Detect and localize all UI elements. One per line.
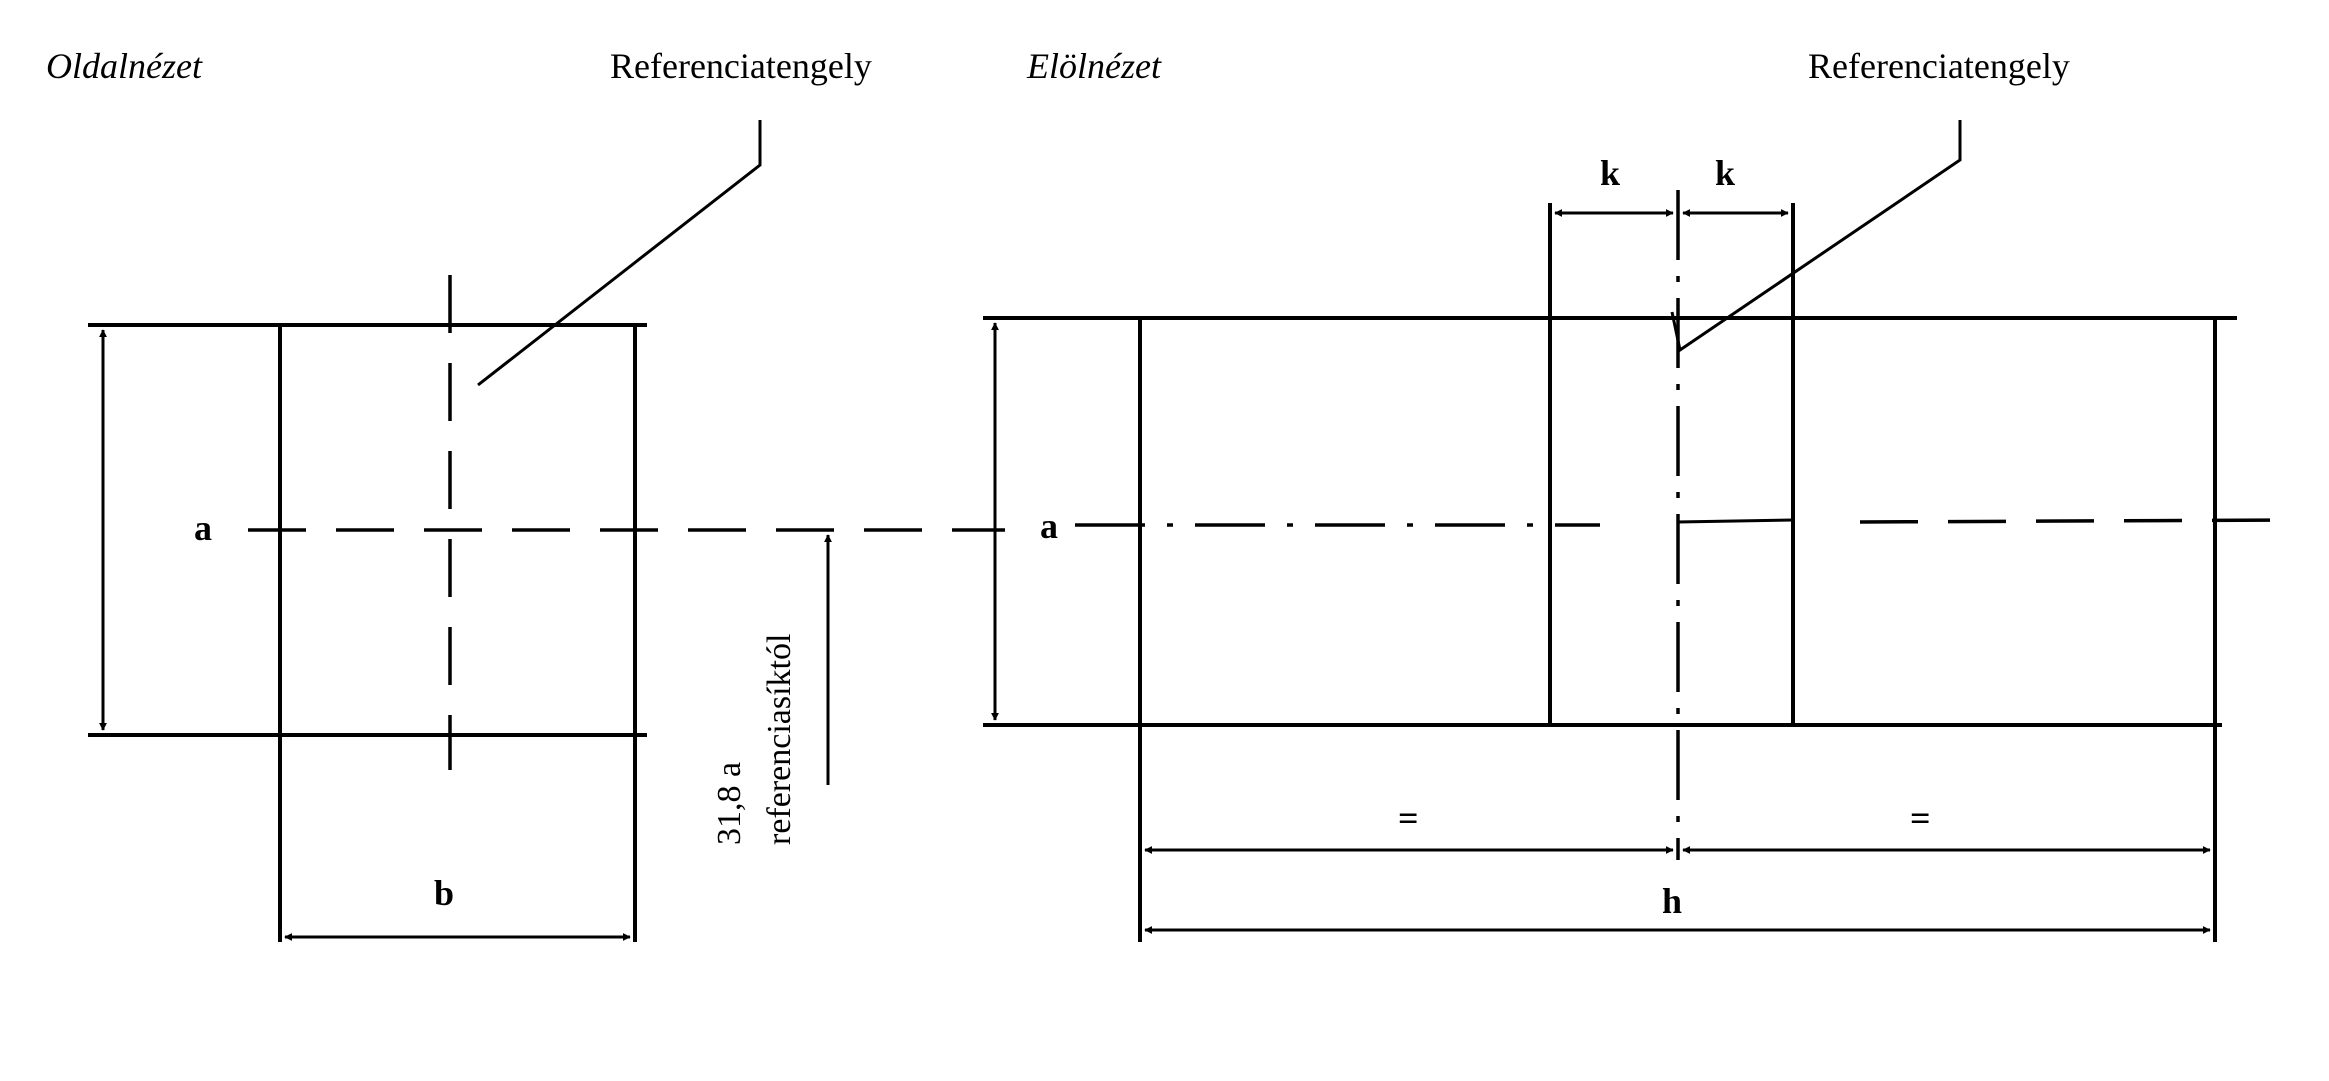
front-dim-eq-left-label: = [1398, 798, 1419, 838]
side-view: Oldalnézet Referenciatengely a b [46, 46, 872, 942]
reference-height: 31,8 a referenciasíktól [711, 534, 832, 845]
front-dim-k-left-label: k [1600, 153, 1620, 193]
front-block-step [1676, 518, 1794, 525]
front-dim-k-right-label: k [1715, 153, 1735, 193]
side-dim-a-label: a [194, 508, 212, 548]
side-dim-b-label: b [434, 873, 454, 913]
side-view-axis-label: Referenciatengely [610, 46, 872, 86]
front-axis-leader [1670, 120, 1962, 353]
front-dim-a-label: a [1040, 506, 1058, 546]
front-view: Elölnézet Referenciatengely a k k = = h [983, 46, 2237, 942]
front-dim-eq-right-label: = [1910, 798, 1931, 838]
front-view-title: Elölnézet [1026, 46, 1162, 86]
horizontal-centerline-right [1859, 518, 2291, 524]
front-view-axis-label: Referenciatengely [1808, 46, 2070, 86]
reference-height-line1: 31,8 a [711, 762, 748, 845]
side-view-title: Oldalnézet [46, 46, 203, 86]
reference-height-line2: referenciasíktól [761, 634, 798, 845]
side-axis-leader [477, 120, 762, 387]
front-dim-h-label: h [1662, 881, 1682, 921]
